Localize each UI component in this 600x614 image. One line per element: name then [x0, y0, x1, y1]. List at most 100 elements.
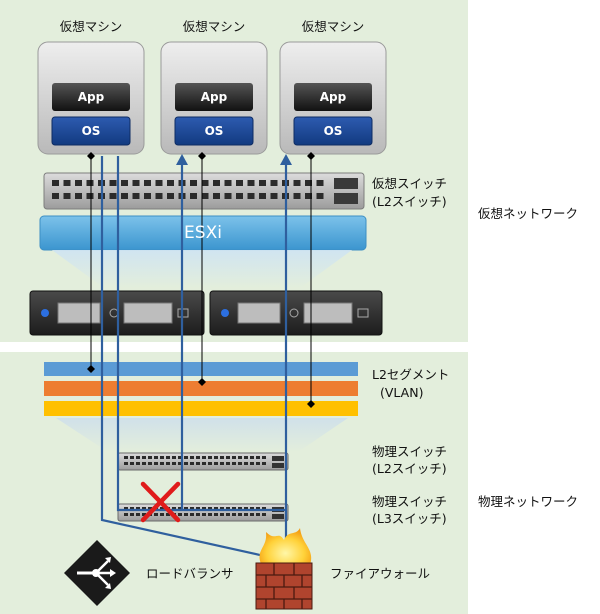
- load-balancer-label: ロードバランサ: [146, 566, 234, 581]
- switch-port: [202, 507, 206, 510]
- switch-port: [148, 462, 152, 465]
- switch-port: [178, 462, 182, 465]
- virtual-switch-sublabel: (L2スイッチ): [372, 194, 447, 209]
- switch-port: [136, 462, 140, 465]
- switch-port: [142, 513, 146, 516]
- switch-port: [167, 193, 174, 199]
- switch-port: [155, 193, 163, 199]
- switch-port: [244, 456, 248, 459]
- firewall-icon: [255, 528, 313, 610]
- switch-port: [270, 193, 278, 199]
- switch-port: [184, 507, 188, 510]
- virtual-switch: [43, 172, 365, 210]
- vm2-os-label: OS: [204, 124, 224, 138]
- switch-port: [247, 180, 255, 186]
- vlan-links: [90, 157, 312, 404]
- virtual-machine-1: [37, 41, 145, 155]
- switch-port: [238, 456, 242, 459]
- switch-port: [184, 462, 188, 465]
- switch-port: [52, 180, 59, 186]
- arrow-head-vm3: [280, 154, 292, 165]
- segment-orange: [44, 381, 358, 396]
- switch-port: [196, 462, 200, 465]
- switch-port: [155, 180, 163, 186]
- switch-port: [109, 180, 117, 186]
- switch-port: [226, 507, 230, 510]
- physical-server-2: [209, 290, 383, 336]
- switch-port: [167, 180, 174, 186]
- switch-port: [208, 513, 212, 516]
- switch-port: [208, 462, 212, 465]
- switch-port: [226, 513, 230, 516]
- switch-port: [121, 180, 128, 186]
- os-block: [51, 116, 131, 146]
- switch-port: [259, 180, 266, 186]
- switch-port: [63, 180, 71, 186]
- switch-port: [270, 180, 278, 186]
- switch-port: [190, 462, 194, 465]
- switch-port: [160, 456, 164, 459]
- vm2-app-label: App: [200, 90, 228, 104]
- switch-port: [166, 456, 170, 459]
- app-block: [52, 83, 130, 111]
- switch-port: [256, 513, 260, 516]
- switch-port: [232, 507, 236, 510]
- switch-port: [190, 507, 194, 510]
- switch-port: [250, 507, 254, 510]
- switch-port: [208, 456, 212, 459]
- switch-port: [166, 513, 170, 516]
- firewall-label: ファイアウォール: [330, 566, 431, 581]
- switch-port: [214, 462, 218, 465]
- switch-port: [259, 193, 266, 199]
- switch-port: [75, 193, 82, 199]
- switch-port: [190, 456, 194, 459]
- vm2-title: 仮想マシン: [182, 19, 246, 34]
- switch-port: [244, 507, 248, 510]
- switch-port: [196, 456, 200, 459]
- switch-port: [124, 507, 128, 510]
- switch-port: [196, 513, 200, 516]
- l3-switch-label: 物理スイッチ: [372, 494, 448, 509]
- switch-port: [172, 456, 176, 459]
- switch-port: [154, 513, 158, 516]
- switch-port: [184, 513, 188, 516]
- vm3-app-label: App: [319, 90, 347, 104]
- switch-port: [132, 180, 140, 186]
- switch-port: [178, 513, 182, 516]
- switch-port: [256, 456, 260, 459]
- switch-port: [220, 462, 224, 465]
- switch-port: [213, 193, 220, 199]
- vlan-label: (VLAN): [380, 385, 424, 400]
- virtual-machine-3: [279, 41, 387, 155]
- switch-port: [305, 193, 312, 199]
- physical-network-label: 物理ネットワーク: [478, 494, 579, 509]
- switch-port: [201, 180, 209, 186]
- switch-port: [214, 456, 218, 459]
- switch-port: [208, 507, 212, 510]
- switch-port: [226, 462, 230, 465]
- switch-port: [244, 462, 248, 465]
- switch-port: [109, 193, 117, 199]
- physical-l2-switch: [117, 452, 289, 471]
- switch-port: [201, 193, 209, 199]
- virtual-network-label: 仮想ネットワーク: [478, 206, 579, 221]
- switch-port: [136, 513, 140, 516]
- switch-port: [238, 462, 242, 465]
- switch-port: [232, 456, 236, 459]
- switch-port: [256, 462, 260, 465]
- switch-port: [124, 513, 128, 516]
- l2-switch-sublabel: (L2スイッチ): [372, 461, 447, 476]
- segment-yellow: [44, 401, 358, 416]
- switch-port: [142, 456, 146, 459]
- switch-port: [160, 513, 164, 516]
- switch-port: [132, 193, 140, 199]
- switch-port: [220, 513, 224, 516]
- switch-port: [86, 180, 94, 186]
- vm3-title: 仮想マシン: [301, 19, 365, 34]
- switch-port: [262, 507, 266, 510]
- switch-port: [232, 462, 236, 465]
- switch-port: [202, 513, 206, 516]
- switch-port: [144, 193, 151, 199]
- switch-port: [214, 513, 218, 516]
